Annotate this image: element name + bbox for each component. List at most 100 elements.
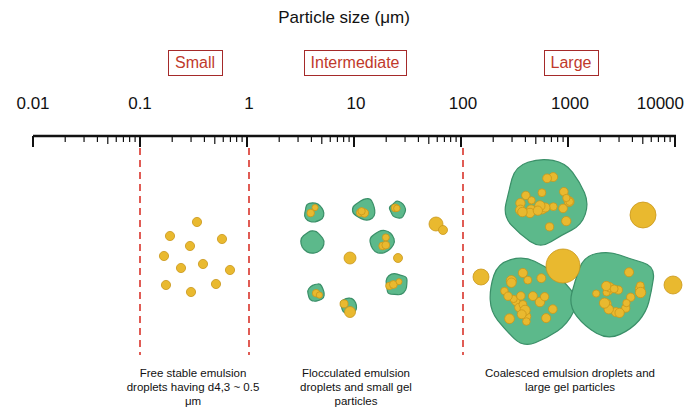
emulsion-droplet (161, 280, 170, 289)
minor-tick (172, 136, 173, 142)
major-tick (567, 136, 569, 147)
emulsion-droplet (630, 202, 656, 228)
size-category-box: Small (168, 50, 223, 76)
minor-tick (279, 136, 280, 142)
size-category-box: Large (544, 50, 599, 76)
emulsion-droplet (563, 194, 570, 201)
emulsion-droplet (439, 226, 448, 235)
minor-tick (600, 136, 601, 142)
minor-tick (642, 136, 643, 144)
category-label: Small (175, 54, 215, 71)
minor-tick (386, 136, 387, 142)
minor-tick (544, 136, 545, 142)
minor-tick (456, 136, 457, 142)
size-category-box: Intermediate (304, 50, 407, 76)
category-label: Intermediate (311, 54, 400, 71)
emulsion-droplet (225, 265, 234, 274)
minor-tick (123, 136, 124, 142)
minor-tick (97, 136, 98, 142)
minor-tick (223, 136, 224, 142)
axis-value: 0.01 (16, 94, 49, 114)
region-caption: Coalesced emulsion droplets and large ge… (475, 366, 665, 394)
emulsion-droplet (358, 208, 365, 215)
emulsion-droplet (186, 287, 195, 296)
minor-tick (83, 136, 84, 142)
minor-tick (450, 136, 451, 142)
minor-tick (670, 136, 671, 142)
minor-tick (551, 136, 552, 142)
axis-value: 10000 (637, 94, 684, 114)
minor-tick (321, 136, 322, 144)
emulsion-droplet (394, 205, 401, 212)
emulsion-droplet (518, 207, 528, 217)
minor-tick (563, 136, 564, 142)
minor-tick (428, 136, 429, 144)
minor-tick (65, 136, 66, 142)
category-label: Large (551, 54, 592, 71)
region-caption: Flocculated emulsion droplets and small … (281, 366, 431, 408)
emulsion-droplet (664, 276, 682, 294)
emulsion-droplet (537, 274, 546, 283)
minor-tick (557, 136, 558, 142)
emulsion-droplet (528, 292, 537, 301)
emulsion-droplet (504, 292, 512, 300)
minor-tick (418, 136, 419, 142)
minor-tick (651, 136, 652, 142)
emulsion-droplet (549, 203, 557, 211)
emulsion-droplet (610, 285, 618, 293)
minor-tick (404, 136, 405, 142)
minor-tick (236, 136, 237, 142)
emulsion-droplet (548, 305, 557, 314)
axis-value: 1000 (551, 94, 589, 114)
minor-tick (330, 136, 331, 142)
axis-value: 0.1 (128, 94, 152, 114)
gel-particle (571, 253, 654, 337)
minor-tick (511, 136, 512, 142)
emulsion-droplet (176, 263, 185, 272)
major-tick (139, 136, 141, 147)
emulsion-droplet (185, 241, 194, 250)
emulsion-droplet (382, 241, 390, 249)
minor-tick (242, 136, 243, 142)
emulsion-droplet (505, 314, 515, 324)
minor-tick (658, 136, 659, 142)
size-boundary (248, 148, 250, 355)
minor-tick (204, 136, 205, 142)
minor-tick (618, 136, 619, 142)
emulsion-droplet (635, 287, 645, 297)
minor-tick (349, 136, 350, 142)
minor-tick (297, 136, 298, 142)
minor-tick (190, 136, 191, 142)
emulsion-droplet (198, 259, 207, 268)
minor-tick (230, 136, 231, 142)
emulsion-droplet (546, 249, 580, 283)
minor-tick (535, 136, 536, 144)
emulsion-droplet (345, 307, 356, 318)
minor-tick (337, 136, 338, 142)
emulsion-droplet (542, 314, 551, 323)
major-tick (32, 136, 34, 147)
emulsion-droplet (545, 223, 553, 231)
emulsion-droplet (307, 209, 315, 217)
emulsion-droplet (344, 252, 356, 264)
minor-tick (632, 136, 633, 142)
major-tick (460, 136, 462, 147)
minor-tick (135, 136, 136, 142)
emulsion-droplet (599, 298, 609, 308)
emulsion-droplet (538, 189, 546, 197)
gel-particle (305, 203, 324, 222)
minor-tick (107, 136, 108, 144)
gel-particle (505, 160, 587, 246)
emulsion-droplet (340, 300, 348, 308)
minor-tick (129, 136, 130, 142)
emulsion-droplet (543, 174, 552, 183)
emulsion-droplet (624, 268, 633, 277)
emulsion-droplet (615, 308, 624, 317)
minor-tick (444, 136, 445, 142)
size-boundary (139, 148, 141, 355)
emulsion-droplet (518, 268, 527, 277)
emulsion-droplet (217, 234, 226, 243)
emulsion-droplet (159, 251, 168, 260)
minor-tick (116, 136, 117, 142)
major-tick (674, 136, 676, 147)
